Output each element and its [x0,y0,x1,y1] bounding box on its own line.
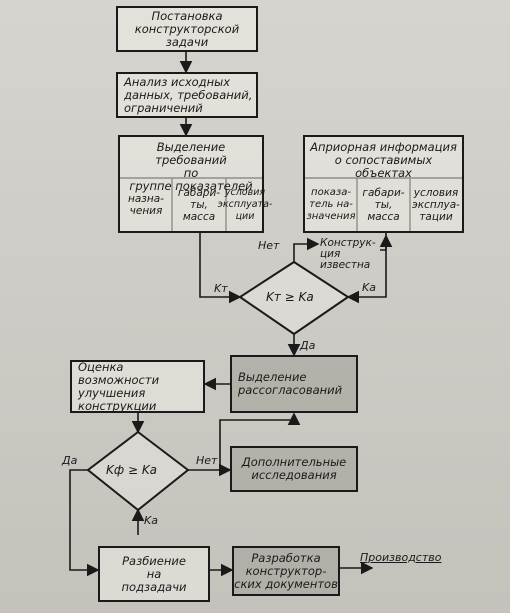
edge-research-mismatch [219,412,301,470]
req-col-conditions: условия эксплуата- ции [217,187,273,222]
ka-label-2: Kа [144,514,158,527]
apr-col-purpose: показа- тель на- значения [306,187,356,222]
design-known-label: Конструк- ция известна [320,237,376,271]
improvement-box: Оценка возможности улучшения конструкции [70,360,205,413]
yes-label-1: Да [300,339,316,352]
decision1-diamond [238,260,350,336]
edge-decision2-split [69,469,100,577]
mismatch-box: Выделение рассогласований [230,355,358,413]
requirements-title: Выделение требований по группе показател… [129,140,253,193]
yes-label-2: Да [62,454,78,467]
apriori-title: Априорная информация о сопоставимых объе… [310,140,457,180]
apr-col-dimensions: габари- ты, масса [362,187,405,223]
no-label-1: Нет [258,239,280,252]
edge-apriori-decision1 [346,232,387,304]
production-label: Производство [360,551,442,564]
decision2-text: Kф ≥ Kа [106,463,158,477]
split-box: Разбиение на подзадачи [98,546,210,602]
ka-label-1: Kа [362,281,376,294]
requirements-table: Выделение требований по группе показател… [118,135,264,233]
req-col-purpose: назна- чения [128,193,164,217]
extra-research-box: Дополнительные исследования [230,446,358,492]
no-label-2: Нет [196,454,218,467]
edge-decision1-known [293,237,320,262]
problem-statement-box: Постановка конструкторской задачи [116,6,258,52]
documents-box: Разработка конструктор- ских документов [232,546,340,596]
analysis-box: Анализ исходных данных, требований, огра… [116,72,258,118]
req-col-dimensions: габари- ты, масса [177,187,221,223]
decision1-text: Kт ≥ Kа [266,290,314,304]
decision2-diamond [86,430,190,512]
apriori-table: Априорная информация о сопоставимых объе… [303,135,464,233]
apr-col-conditions: условия эксплуа- тации [412,187,460,223]
edge-known-apriori [379,234,393,251]
kt-label: Kт [214,282,228,295]
edge-requirements-decision1 [199,232,242,304]
